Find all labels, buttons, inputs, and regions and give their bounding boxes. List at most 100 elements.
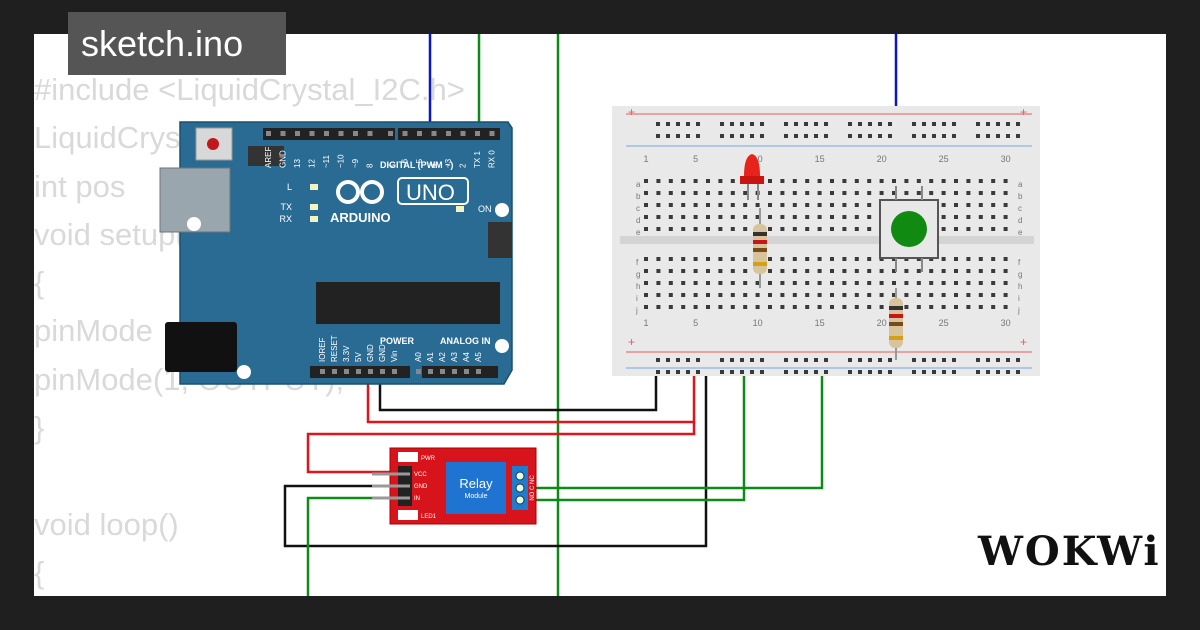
rail-hole[interactable] xyxy=(784,370,788,374)
hole[interactable] xyxy=(904,281,909,285)
hole[interactable] xyxy=(941,281,946,285)
hole[interactable] xyxy=(954,293,958,297)
hole[interactable] xyxy=(817,215,822,219)
hole[interactable] xyxy=(780,281,785,285)
hole[interactable] xyxy=(656,215,661,219)
hole[interactable] xyxy=(755,305,760,309)
hole[interactable] xyxy=(991,227,996,231)
hole[interactable] xyxy=(892,179,896,183)
hole[interactable] xyxy=(978,281,983,285)
hole[interactable] xyxy=(817,227,822,231)
hole[interactable] xyxy=(681,305,686,309)
rail-hole[interactable] xyxy=(942,122,946,126)
rail-hole[interactable] xyxy=(976,358,980,362)
hole[interactable] xyxy=(854,215,859,219)
hole[interactable] xyxy=(966,215,971,219)
hole[interactable] xyxy=(991,179,996,183)
hole[interactable] xyxy=(941,215,946,219)
hole[interactable] xyxy=(768,269,772,273)
hole[interactable] xyxy=(830,281,834,285)
hole[interactable] xyxy=(867,203,872,207)
rail-hole[interactable] xyxy=(814,358,818,362)
hole[interactable] xyxy=(817,293,822,297)
rail-hole[interactable] xyxy=(666,134,670,138)
hole[interactable] xyxy=(743,293,748,297)
hole[interactable] xyxy=(780,293,785,297)
hole[interactable] xyxy=(768,191,772,195)
rail-hole[interactable] xyxy=(686,122,690,126)
hole[interactable] xyxy=(656,293,661,297)
hole[interactable] xyxy=(768,281,772,285)
hole[interactable] xyxy=(693,257,698,261)
hole[interactable] xyxy=(755,203,760,207)
rail-hole[interactable] xyxy=(996,122,1000,126)
rail-hole[interactable] xyxy=(1006,358,1010,362)
hole[interactable] xyxy=(681,179,686,183)
rail-hole[interactable] xyxy=(720,358,724,362)
rail-hole[interactable] xyxy=(858,358,862,362)
hole[interactable] xyxy=(668,269,673,273)
rail-hole[interactable] xyxy=(730,358,734,362)
hole[interactable] xyxy=(644,305,648,309)
hole[interactable] xyxy=(706,179,710,183)
hole[interactable] xyxy=(916,191,921,195)
hole[interactable] xyxy=(978,227,983,231)
rail-hole[interactable] xyxy=(804,370,808,374)
hole[interactable] xyxy=(792,191,797,195)
hole[interactable] xyxy=(743,203,748,207)
hole[interactable] xyxy=(644,281,648,285)
rail-hole[interactable] xyxy=(730,134,734,138)
hole[interactable] xyxy=(730,203,735,207)
hole[interactable] xyxy=(693,203,698,207)
hole[interactable] xyxy=(978,305,983,309)
hole[interactable] xyxy=(1003,257,1008,261)
hole[interactable] xyxy=(706,203,710,207)
rail-hole[interactable] xyxy=(976,370,980,374)
hole[interactable] xyxy=(842,179,847,183)
hole[interactable] xyxy=(842,215,847,219)
rail-hole[interactable] xyxy=(686,134,690,138)
hole[interactable] xyxy=(805,215,810,219)
hole[interactable] xyxy=(842,281,847,285)
header-pin[interactable] xyxy=(380,369,385,374)
hole[interactable] xyxy=(693,227,698,231)
hole[interactable] xyxy=(830,269,834,273)
hole[interactable] xyxy=(892,281,896,285)
rail-hole[interactable] xyxy=(858,122,862,126)
hole[interactable] xyxy=(867,179,872,183)
header-pin[interactable] xyxy=(295,131,300,136)
rail-hole[interactable] xyxy=(912,134,916,138)
hole[interactable] xyxy=(991,215,996,219)
rail-hole[interactable] xyxy=(942,134,946,138)
rail-hole[interactable] xyxy=(922,134,926,138)
rail-hole[interactable] xyxy=(1016,122,1020,126)
rail-hole[interactable] xyxy=(750,370,754,374)
hole[interactable] xyxy=(892,269,896,273)
hole[interactable] xyxy=(792,293,797,297)
rail-hole[interactable] xyxy=(804,122,808,126)
rail-hole[interactable] xyxy=(824,358,828,362)
header-pin[interactable] xyxy=(464,369,469,374)
rail-hole[interactable] xyxy=(760,122,764,126)
hole[interactable] xyxy=(941,227,946,231)
hole[interactable] xyxy=(718,191,723,195)
header-pin[interactable] xyxy=(476,369,481,374)
hole[interactable] xyxy=(668,203,673,207)
hole[interactable] xyxy=(656,203,661,207)
header-pin[interactable] xyxy=(446,131,451,136)
hole[interactable] xyxy=(644,257,648,261)
hole[interactable] xyxy=(644,203,648,207)
rail-hole[interactable] xyxy=(814,370,818,374)
hole[interactable] xyxy=(780,305,785,309)
hole[interactable] xyxy=(792,257,797,261)
hole[interactable] xyxy=(867,257,872,261)
hole[interactable] xyxy=(854,293,859,297)
hole[interactable] xyxy=(904,293,909,297)
rail-hole[interactable] xyxy=(858,370,862,374)
rail-hole[interactable] xyxy=(740,134,744,138)
hole[interactable] xyxy=(941,293,946,297)
hole[interactable] xyxy=(1003,179,1008,183)
hole[interactable] xyxy=(954,215,958,219)
hole[interactable] xyxy=(718,179,723,183)
hole[interactable] xyxy=(1003,191,1008,195)
